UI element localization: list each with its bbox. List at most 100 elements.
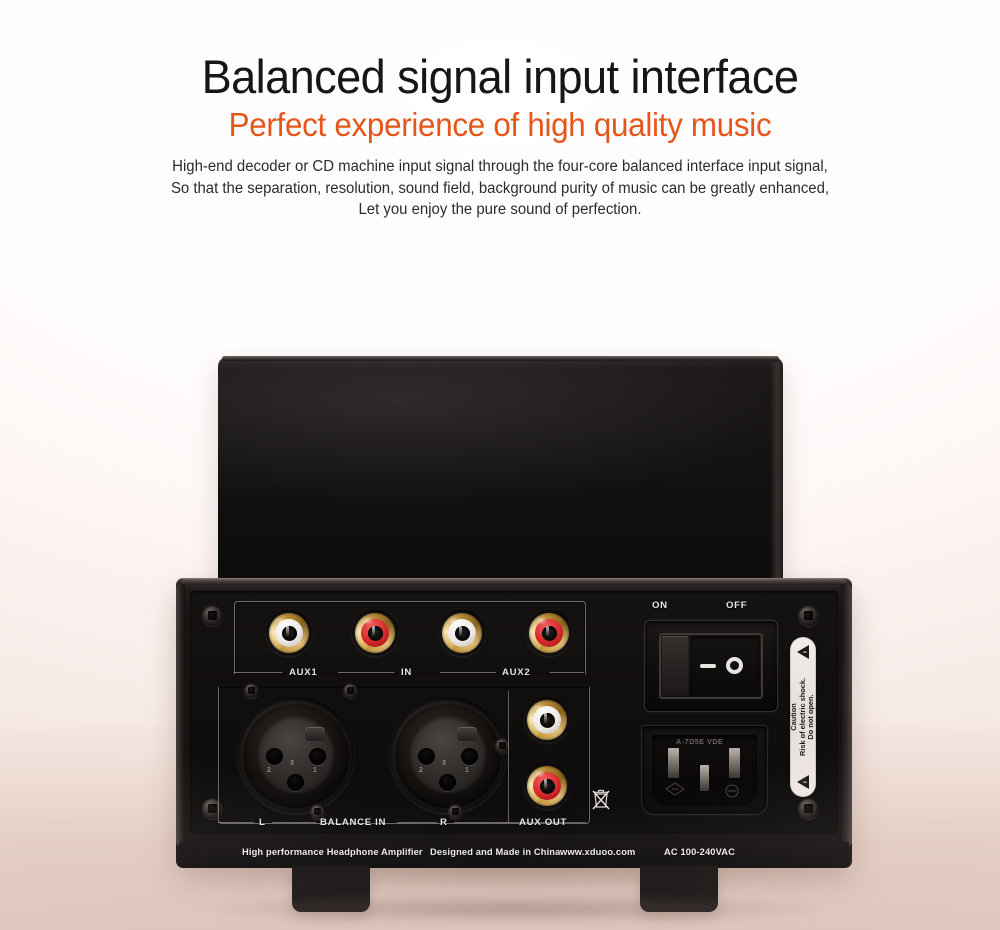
xlr-pinnum-1: 1 xyxy=(465,767,469,774)
rca-jack-aux1-left[interactable] xyxy=(266,610,312,656)
rca-pin xyxy=(372,626,375,636)
rca-jack-aux1-right[interactable] xyxy=(352,610,398,656)
xlr-pin-1 xyxy=(309,748,326,765)
xlr-pin-3 xyxy=(287,774,304,791)
rear-chassis-right-edge xyxy=(770,362,783,594)
description-paragraph: High-end decoder or CD machine input sig… xyxy=(15,156,985,221)
rca-bore xyxy=(281,625,297,641)
rocker-on-side[interactable] xyxy=(662,636,688,696)
recessed-panel: AUX1 IN AUX2 2 1 3 xyxy=(190,591,838,834)
weee-icon xyxy=(592,788,610,810)
amplifier-rear-panel: AUX1 IN AUX2 2 1 3 xyxy=(176,578,852,868)
xlr-latch xyxy=(305,727,325,741)
label-balance-right: R xyxy=(440,817,448,828)
rca-specular-highlight xyxy=(448,617,461,625)
ac-pin-earth xyxy=(700,765,709,791)
rocker-off-side[interactable] xyxy=(690,636,760,696)
balanced-group-outline xyxy=(218,687,590,824)
description-line-1: High-end decoder or CD machine input sig… xyxy=(172,158,828,175)
xlr-left-screw-top2 xyxy=(343,683,358,698)
rca-pin xyxy=(459,626,462,636)
xlr-rule-right xyxy=(454,822,508,824)
xlr-pin-2 xyxy=(266,748,283,765)
xlr-connector-left[interactable]: 2 1 3 xyxy=(238,697,354,813)
xlr-latch xyxy=(457,727,477,741)
xlr-rule-left xyxy=(218,822,254,824)
panel-screw-bottom-right xyxy=(798,798,819,819)
chassis-top-bevel xyxy=(180,578,848,585)
description-line-2: So that the separation, resolution, soun… xyxy=(170,179,830,197)
panel-screw-top-left xyxy=(202,605,223,626)
ac-power-inlet[interactable]: A-7D5E VDE xyxy=(642,726,767,814)
page-subtitle: Perfect experience of high quality music xyxy=(228,106,772,143)
footer-mark-product: High performance Headphone Amplifier xyxy=(242,847,423,857)
rca-jack-aux2-left[interactable] xyxy=(439,610,485,656)
aux-out-ground-screw xyxy=(495,738,510,753)
rca-rule-mid-right xyxy=(440,672,496,674)
rca-specular-highlight xyxy=(535,617,548,625)
xlr-pinnum-3: 3 xyxy=(290,760,294,767)
label-power-off: OFF xyxy=(726,600,748,611)
ac-inlet-caption: A-7D5E VDE xyxy=(676,737,724,746)
chassis-bottom-strip xyxy=(179,842,849,868)
footer-mark-website: www.xduoo.com xyxy=(560,847,636,857)
power-on-symbol-icon xyxy=(700,664,716,668)
aux-out-outline-bottom xyxy=(508,822,586,824)
rubber-foot-right xyxy=(640,866,718,912)
rca-rule-mid-left xyxy=(338,672,394,674)
xlr-barrel: 2 1 3 xyxy=(409,716,487,794)
header-block: Balanced signal input interface Perfect … xyxy=(0,52,1000,221)
footer-marks-row: High performance Headphone Amplifier Des… xyxy=(176,847,852,861)
rca-pin xyxy=(544,779,547,789)
power-switch-recess xyxy=(645,621,777,711)
panel-screw-top-right xyxy=(798,605,819,626)
power-off-symbol-icon xyxy=(726,657,743,674)
xlr-rule-mid-right xyxy=(397,822,437,824)
xlr-left-screw-top xyxy=(244,683,259,698)
rca-specular-highlight xyxy=(533,704,546,712)
rca-specular-highlight xyxy=(533,770,546,778)
rear-chassis-body xyxy=(218,357,783,595)
contact-shadow xyxy=(210,896,820,922)
rca-rule-right xyxy=(550,672,584,674)
ac-pin-live xyxy=(668,748,679,778)
rca-jack-auxout-left[interactable] xyxy=(524,697,570,743)
rca-bore xyxy=(541,625,557,641)
xlr-rule-mid-left xyxy=(272,822,316,824)
rca-jack-auxout-right[interactable] xyxy=(524,763,570,809)
xlr-barrel: 2 1 3 xyxy=(257,716,335,794)
rca-pin xyxy=(544,713,547,723)
chassis-right-bevel xyxy=(841,584,852,846)
warning-triangle-icon-bottom xyxy=(797,775,809,789)
ac-inlet-cavity: A-7D5E VDE xyxy=(652,735,757,806)
panel-screw-bottom-left xyxy=(202,798,223,819)
rca-pin xyxy=(546,626,549,636)
caution-text: Caution Risk of electric shock. Do not o… xyxy=(789,678,816,756)
xlr-connector-right[interactable]: 2 1 3 xyxy=(390,697,506,813)
description-line-3: Let you enjoy the pure sound of perfecti… xyxy=(358,201,642,218)
rca-pin xyxy=(286,626,289,636)
xlr-pin-1 xyxy=(461,748,478,765)
xlr-pinnum-3: 3 xyxy=(442,760,446,767)
rca-specular-highlight xyxy=(275,617,288,625)
ac-inlet-mark-right-icon xyxy=(725,784,739,798)
footer-mark-origin: Designed and Made in China xyxy=(430,847,561,857)
xlr-pinnum-2: 2 xyxy=(267,767,271,774)
rear-chassis-top-edge xyxy=(222,356,779,361)
xlr-pinnum-1: 1 xyxy=(313,767,317,774)
rca-group-outline xyxy=(234,601,586,674)
label-power-on: ON xyxy=(652,600,668,611)
warning-triangle-icon-top xyxy=(797,645,809,659)
xlr-pin-2 xyxy=(418,748,435,765)
page-title: Balanced signal input interface xyxy=(201,50,799,103)
ac-pin-neutral xyxy=(729,748,740,778)
rca-rule-left xyxy=(234,672,282,674)
power-rocker-switch[interactable] xyxy=(659,633,763,699)
label-aux-out: AUX OUT xyxy=(519,817,568,828)
rca-jack-aux2-right[interactable] xyxy=(526,610,572,656)
footer-mark-voltage: AC 100-240VAC xyxy=(664,847,736,857)
aux-out-outline-left xyxy=(508,691,510,823)
label-balance-in: BALANCE IN xyxy=(320,817,387,828)
caution-label: Caution Risk of electric shock. Do not o… xyxy=(789,637,816,797)
